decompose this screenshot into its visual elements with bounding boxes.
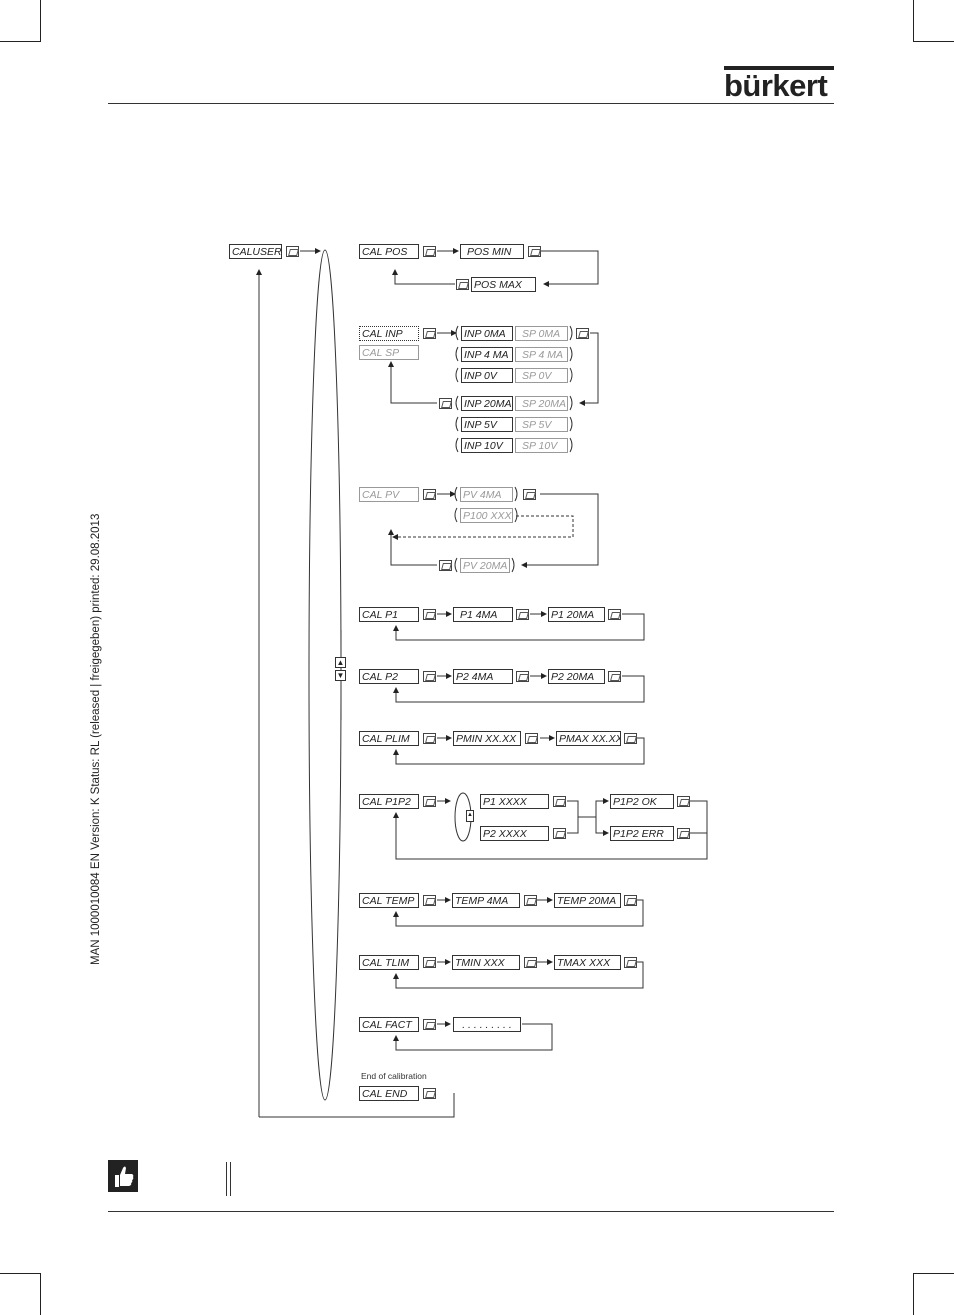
enter-key-icon <box>456 279 469 290</box>
pv-4ma-box: PV 4MA <box>460 487 513 502</box>
inp-10v-box: INP 10V <box>461 438 513 453</box>
cal-pos-box: CAL POS <box>359 244 419 259</box>
caluser-box: CALUSER <box>229 244 282 259</box>
p2-4ma-box: P2 4MA <box>453 669 513 684</box>
cal-inp-box: CAL INP <box>359 326 419 341</box>
enter-key-icon <box>423 328 436 339</box>
sp-4ma-box: SP 4 MA <box>515 347 568 362</box>
header-rule <box>108 103 834 104</box>
cal-fact-box: CAL FACT <box>359 1017 419 1032</box>
end-of-calibration-note: End of calibration <box>361 1071 427 1081</box>
pmax-box: PMAX XX.XX <box>556 731 621 746</box>
enter-key-icon <box>423 957 436 968</box>
inp-0v-box: INP 0V <box>461 368 513 383</box>
cal-p1p2-box: CAL P1P2 <box>359 794 419 809</box>
enter-key-icon <box>553 796 566 807</box>
enter-key-icon <box>516 609 529 620</box>
crop-mark <box>913 1273 914 1315</box>
p1-20ma-box: P1 20MA <box>548 607 605 622</box>
crop-mark <box>914 1273 954 1274</box>
enter-key-icon <box>608 609 621 620</box>
p1p2-err-box: P1P2 ERR <box>610 826 674 841</box>
pos-max-box: POS MAX <box>471 277 536 292</box>
sp-0ma-box: SP 0MA <box>515 326 568 341</box>
enter-key-icon <box>677 796 690 807</box>
enter-key-icon <box>524 895 537 906</box>
inp-4ma-box: INP 4 MA <box>461 347 513 362</box>
sp-10v-box: SP 10V <box>515 438 568 453</box>
enter-key-icon <box>624 733 637 744</box>
enter-key-icon <box>439 398 452 409</box>
enter-key-icon <box>525 733 538 744</box>
inp-0ma-box: INP 0MA <box>461 326 513 341</box>
inp-20ma-box: INP 20MA <box>461 396 513 411</box>
enter-key-icon <box>553 828 566 839</box>
enter-key-icon <box>423 733 436 744</box>
crop-mark <box>40 1273 41 1315</box>
crop-mark <box>913 0 914 42</box>
sp-5v-box: SP 5V <box>515 417 568 432</box>
enter-key-icon <box>677 828 690 839</box>
enter-key-icon <box>423 895 436 906</box>
cal-pv-box: CAL PV <box>359 487 419 502</box>
enter-key-icon <box>439 560 452 571</box>
cal-tlim-box: CAL TLIM <box>359 955 419 970</box>
pos-min-box: POS MIN <box>460 244 524 259</box>
logo-bar <box>724 66 834 70</box>
cal-sp-box: CAL SP <box>359 345 419 360</box>
fact-value-box: . . . . . . . . . <box>453 1017 521 1032</box>
pmin-box: PMIN XX.XX <box>453 731 521 746</box>
enter-key-icon <box>423 1019 436 1030</box>
enter-key-icon <box>528 246 541 257</box>
enter-key-icon <box>423 671 436 682</box>
p1-xxxx-box: P1 XXXX <box>480 794 549 809</box>
cal-p2-box: CAL P2 <box>359 669 419 684</box>
tmax-box: TMAX XXX <box>554 955 621 970</box>
temp-20ma-box: TEMP 20MA <box>554 893 621 908</box>
footer-rule <box>108 1211 834 1212</box>
enter-key-icon <box>423 489 436 500</box>
cal-plim-box: CAL PLIM <box>359 731 419 746</box>
cal-p1-box: CAL P1 <box>359 607 419 622</box>
crop-mark <box>914 41 954 42</box>
enter-key-icon <box>516 671 529 682</box>
p1p2-ok-box: P1P2 OK <box>610 794 674 809</box>
enter-key-icon <box>423 796 436 807</box>
up-arrow-key-icon: ▲ <box>335 657 346 668</box>
sp-20ma-box: SP 20MA <box>515 396 568 411</box>
enter-key-icon <box>624 895 637 906</box>
enter-key-icon <box>286 246 299 257</box>
p2-xxxx-box: P2 XXXX <box>480 826 549 841</box>
enter-key-icon <box>423 609 436 620</box>
crop-mark <box>40 0 41 42</box>
thumbs-up-icon <box>108 1160 138 1192</box>
crop-mark <box>0 1273 40 1274</box>
pv-20ma-box: PV 20MA <box>460 558 510 573</box>
down-arrow-key-icon: ▼ <box>335 670 346 681</box>
p2-20ma-box: P2 20MA <box>548 669 605 684</box>
p1-4ma-box: P1 4MA <box>453 607 513 622</box>
tmin-box: TMIN XXX <box>452 955 520 970</box>
enter-key-icon <box>576 328 589 339</box>
enter-key-icon <box>624 957 637 968</box>
brand-logo: bürkert <box>724 68 828 103</box>
sp-0v-box: SP 0V <box>515 368 568 383</box>
temp-4ma-box: TEMP 4MA <box>452 893 520 908</box>
inp-5v-box: INP 5V <box>461 417 513 432</box>
p100-box: P100 XXX <box>460 508 513 523</box>
enter-key-icon <box>423 246 436 257</box>
note-divider <box>226 1162 227 1196</box>
crop-mark <box>0 41 40 42</box>
note-divider <box>230 1162 231 1196</box>
cal-temp-box: CAL TEMP <box>359 893 419 908</box>
cal-end-box: CAL END <box>359 1086 419 1101</box>
enter-key-icon <box>423 1088 436 1099</box>
enter-key-icon <box>523 489 536 500</box>
enter-key-icon <box>524 957 537 968</box>
up-down-key-icon: ▲ <box>466 810 474 822</box>
enter-key-icon <box>608 671 621 682</box>
